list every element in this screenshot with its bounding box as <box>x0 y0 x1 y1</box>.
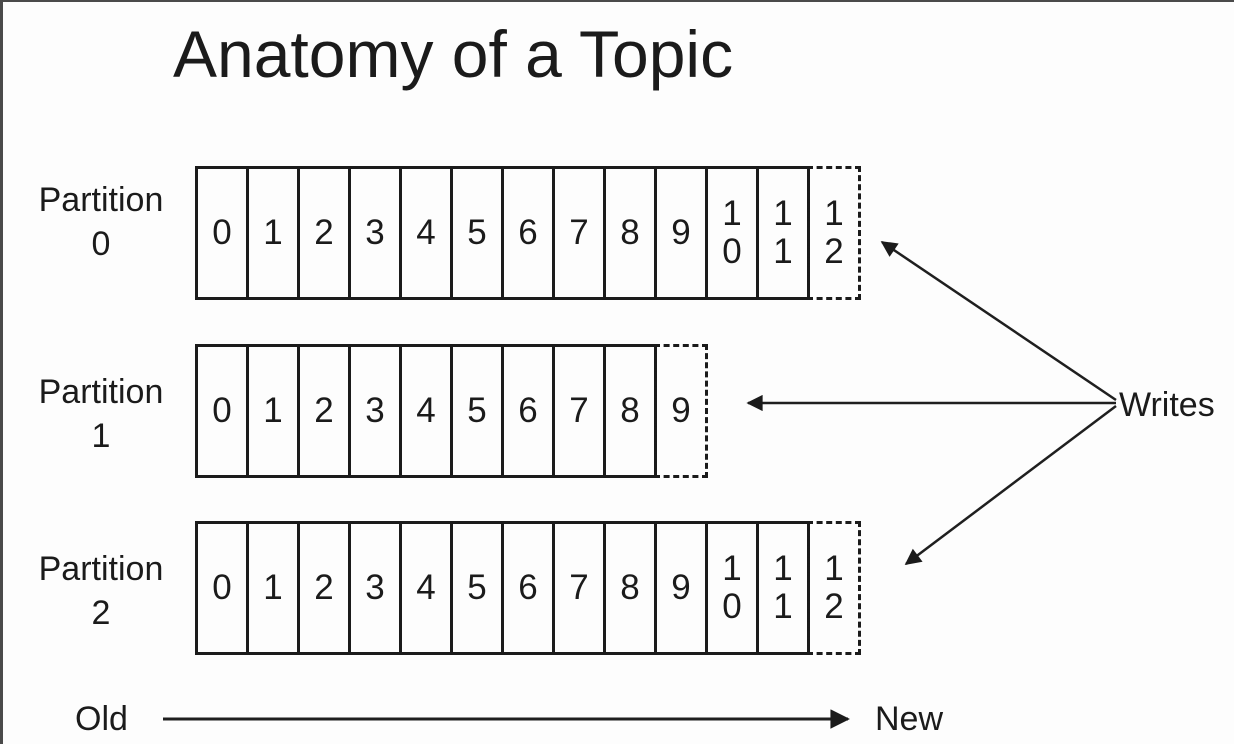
offset-cell: 5 <box>450 344 504 478</box>
writes-arrow-partition-0 <box>880 240 1117 402</box>
partition-1-label-word: Partition <box>38 373 164 411</box>
offset-cell: 4 <box>399 521 453 655</box>
partition-1-label-number: 1 <box>91 417 111 455</box>
partition-0-label: Partition 0 <box>29 178 173 266</box>
offset-cell: 4 <box>399 344 453 478</box>
offset-cell: 9 <box>654 166 708 300</box>
offset-cell: 6 <box>501 166 555 300</box>
partition-0-label-number: 0 <box>91 225 111 263</box>
offset-cell: 0 <box>195 521 249 655</box>
partition-2-label-number: 2 <box>91 594 111 632</box>
offset-cell: 2 <box>297 521 351 655</box>
offset-cell: 3 <box>348 166 402 300</box>
offset-cell: 6 <box>501 344 555 478</box>
offset-cell: 2 <box>297 344 351 478</box>
writes-arrow-partition-2 <box>904 405 1117 565</box>
partition-1-label: Partition 1 <box>29 370 173 458</box>
offset-cell: 7 <box>552 166 606 300</box>
offset-cell: 1 <box>246 166 300 300</box>
offset-cell: 1 <box>246 521 300 655</box>
old-label: Old <box>75 700 128 738</box>
partition-2-label: Partition 2 <box>29 547 173 635</box>
offset-cell: 6 <box>501 521 555 655</box>
offset-cell: 3 <box>348 344 402 478</box>
diagram-title: Anatomy of a Topic <box>173 17 734 91</box>
offset-cell: 8 <box>603 166 657 300</box>
offset-cell: 4 <box>399 166 453 300</box>
offset-cell: 7 <box>552 521 606 655</box>
offset-cell: 8 <box>603 344 657 478</box>
offset-cell: 7 <box>552 344 606 478</box>
offset-cell: 3 <box>348 521 402 655</box>
offset-cell: 1 <box>246 344 300 478</box>
offset-cell: 5 <box>450 521 504 655</box>
offset-cell: 5 <box>450 166 504 300</box>
new-label: New <box>875 700 944 738</box>
writes-label: Writes <box>1119 386 1215 424</box>
offset-cell: 0 <box>195 166 249 300</box>
offset-cell: 9 <box>654 521 708 655</box>
offset-cell: 2 <box>297 166 351 300</box>
partition-0-label-word: Partition <box>38 181 164 219</box>
offset-cell: 0 <box>195 344 249 478</box>
partition-2-label-word: Partition <box>38 550 164 588</box>
next-offset-cell: 9 <box>654 344 708 478</box>
offset-cell: 8 <box>603 521 657 655</box>
